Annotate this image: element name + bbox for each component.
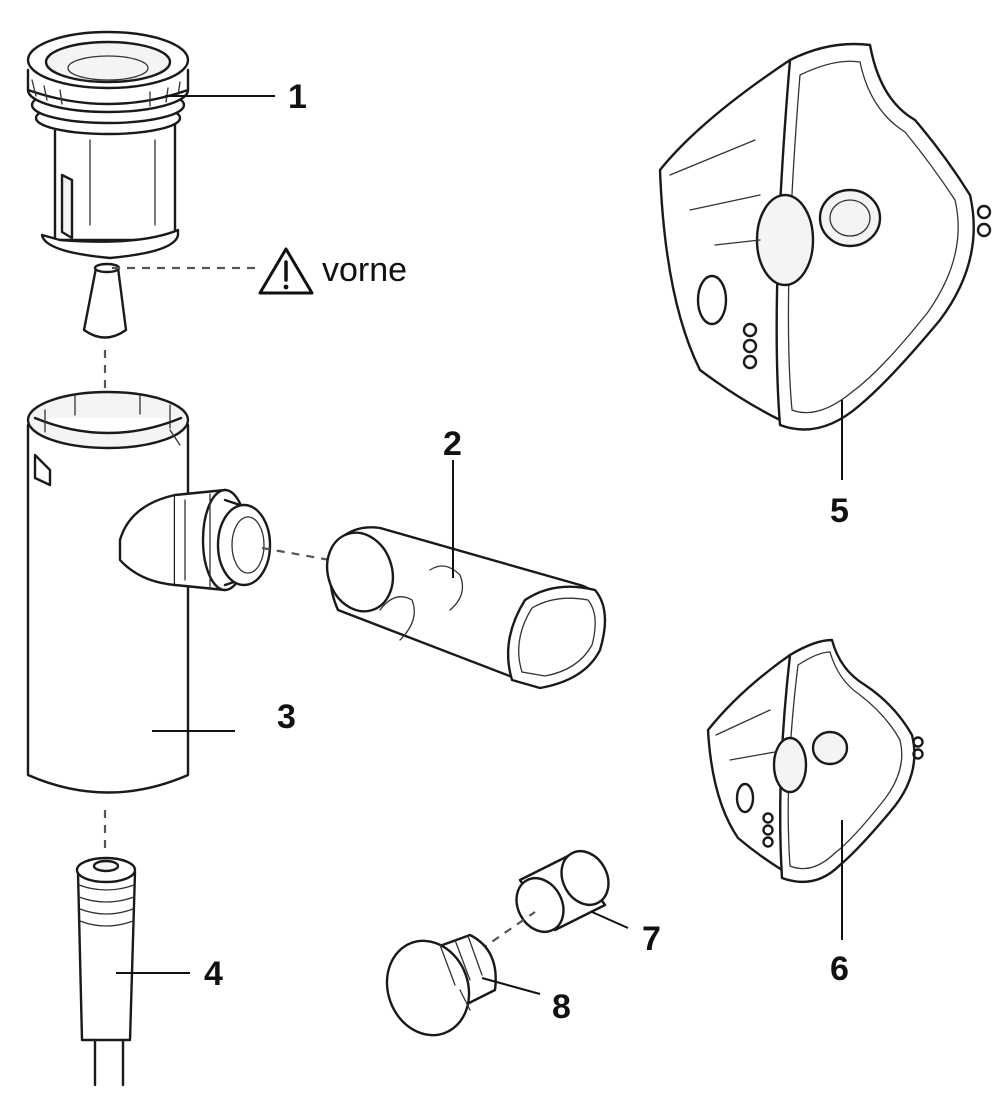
part-label-4: 4 [204, 955, 223, 993]
leader-line-8 [481, 977, 541, 995]
part-1-nebulizer-top [26, 30, 190, 260]
dashed-line-cap-to-filter [479, 911, 536, 951]
warning-text: vorne [322, 251, 407, 289]
dashed-line-body-to-mouthpiece [261, 546, 331, 562]
part-2-mouthpiece [325, 526, 607, 690]
part-label-8: 8 [552, 988, 571, 1026]
part-6-child-mask [706, 638, 924, 884]
part-label-5: 5 [830, 492, 849, 530]
part-label-1: 1 [288, 78, 307, 116]
part-4-tube-connector [75, 856, 137, 1087]
part-label-7: 7 [642, 920, 661, 958]
part-label-2: 2 [443, 425, 462, 463]
part-label-6: 6 [830, 950, 849, 988]
nozzle-insert [82, 262, 128, 339]
part-5-adult-mask [658, 42, 992, 431]
warning-triangle-icon [258, 247, 314, 295]
part-label-3: 3 [277, 698, 296, 736]
leader-line-7 [591, 911, 629, 929]
part-8-filter-cap [385, 933, 497, 1037]
part-7-filter-cylinder [515, 850, 610, 933]
part-3-nebulizer-body [26, 390, 272, 794]
